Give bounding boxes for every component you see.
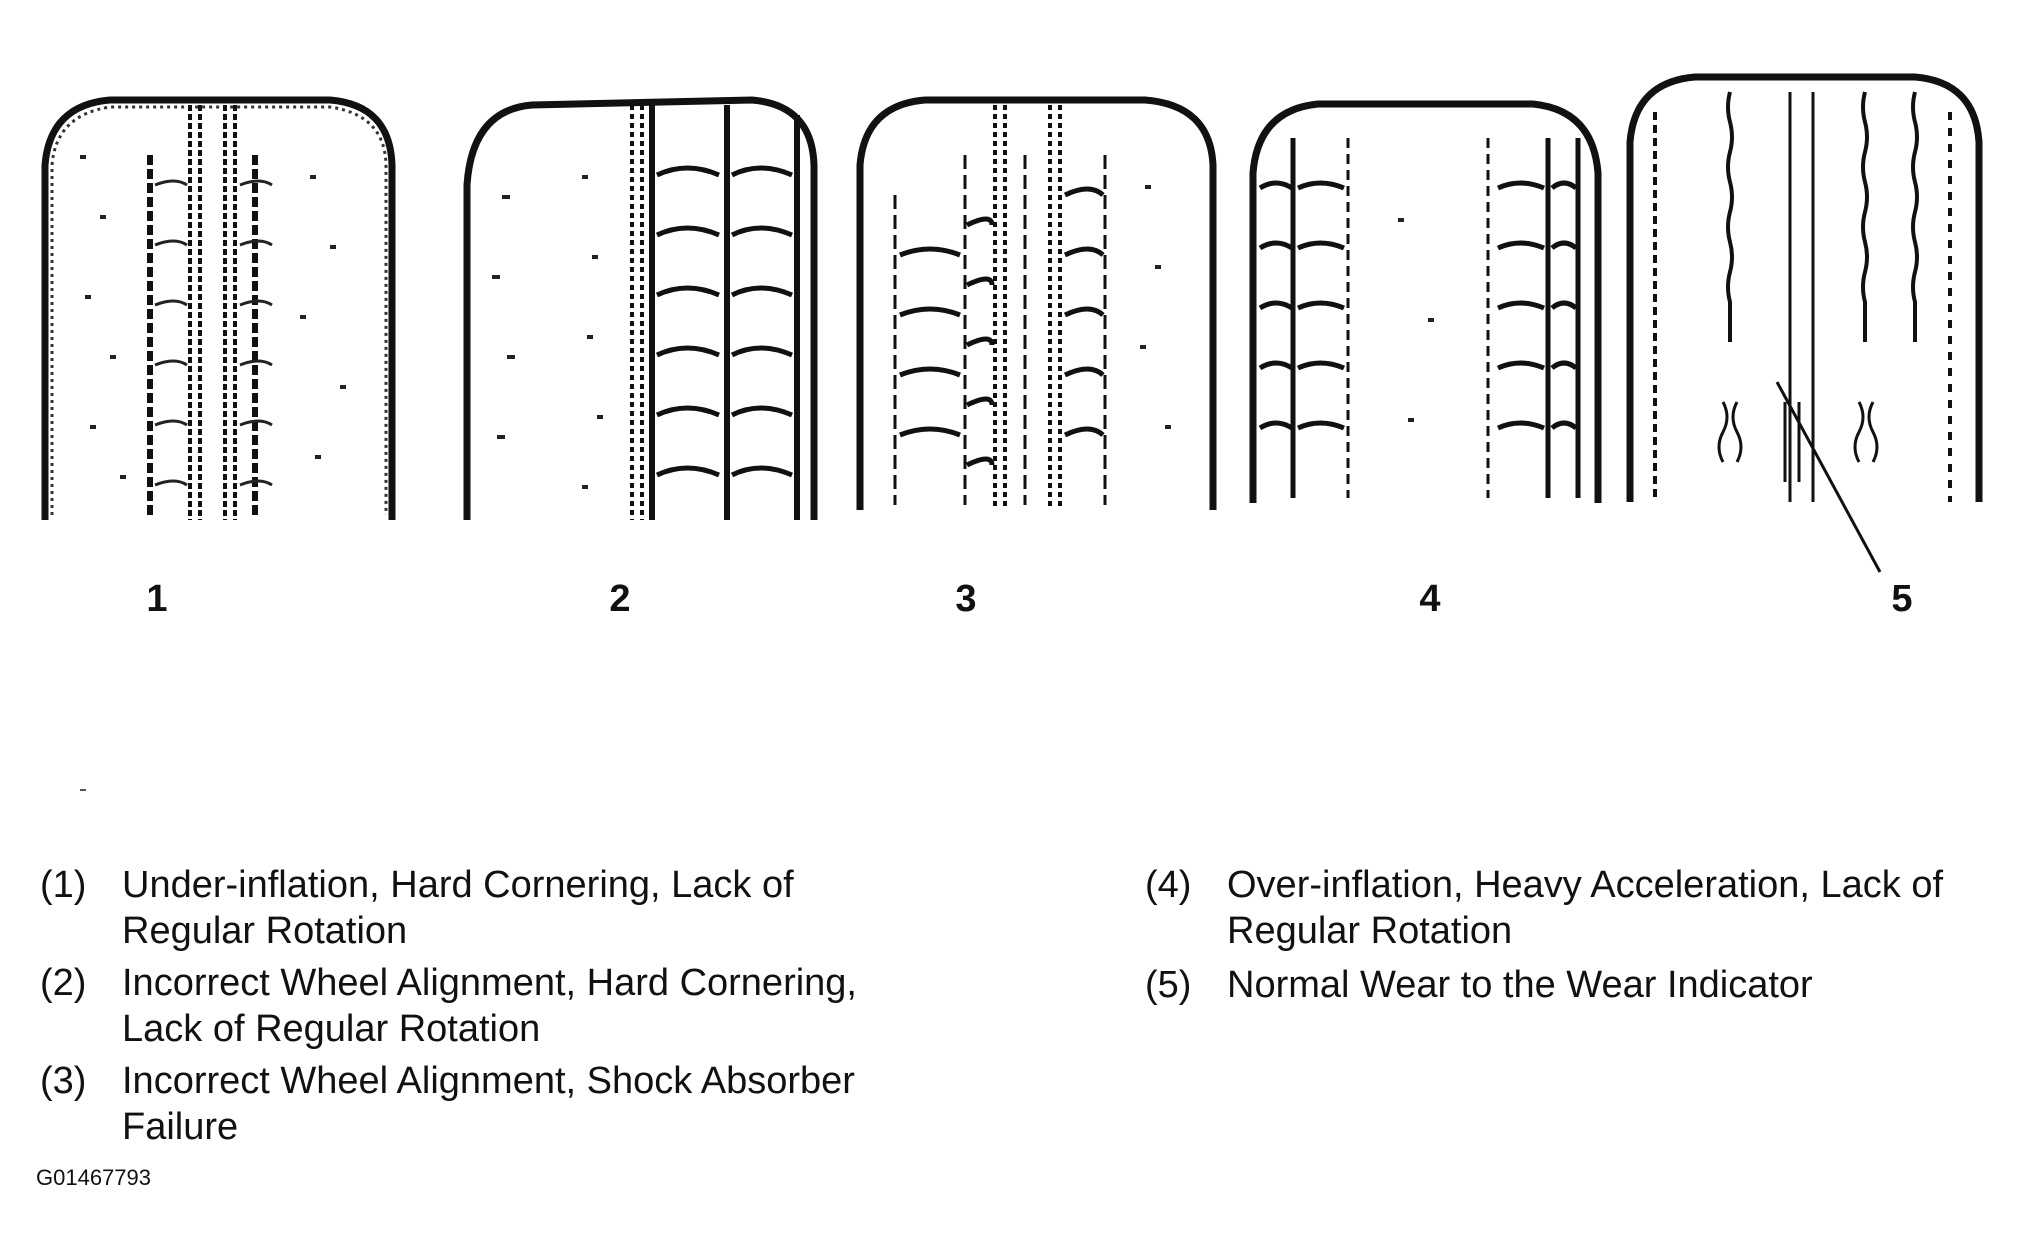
tire-number-4: 4 xyxy=(1419,578,1441,620)
caption-3: (3) Incorrect Wheel Alignment, Shock Abs… xyxy=(40,1058,1040,1150)
caption-2-line-2: Lack of Regular Rotation xyxy=(122,1008,541,1050)
tire-1-illustration xyxy=(41,96,396,520)
tire-4-illustration xyxy=(1249,100,1602,503)
caption-3-line-2: Failure xyxy=(122,1106,239,1148)
tire-2-illustration xyxy=(463,96,818,520)
caption-2-line-1: Incorrect Wheel Alignment, Hard Cornerin… xyxy=(122,962,857,1004)
caption-5-number: (5) xyxy=(1145,964,1192,1006)
caption-1-line-2: Regular Rotation xyxy=(122,910,408,952)
caption-4-number: (4) xyxy=(1145,864,1192,906)
caption-4: (4) Over-inflation, Heavy Acceleration, … xyxy=(1145,862,2025,954)
caption-5-line-1: Normal Wear to the Wear Indicator xyxy=(1227,964,1813,1006)
tire-number-2: 2 xyxy=(609,578,631,620)
caption-1: (1) Under-inflation, Hard Cornering, Lac… xyxy=(40,862,1040,954)
caption-1-number: (1) xyxy=(40,864,87,906)
caption-4-line-2: Regular Rotation xyxy=(1227,910,1513,952)
caption-4-line-1: Over-inflation, Heavy Acceleration, Lack… xyxy=(1227,864,1944,906)
tire-number-5: 5 xyxy=(1891,578,1913,620)
figure-code: G01467793 xyxy=(36,1165,151,1190)
tire-3-illustration xyxy=(856,96,1217,510)
caption-5: (5) Normal Wear to the Wear Indicator xyxy=(1145,962,2025,1008)
caption-2-number: (2) xyxy=(40,962,87,1004)
caption-3-line-1: Incorrect Wheel Alignment, Shock Absorbe… xyxy=(122,1060,855,1102)
caption-3-number: (3) xyxy=(40,1060,87,1102)
caption-2: (2) Incorrect Wheel Alignment, Hard Corn… xyxy=(40,960,1040,1052)
caption-1-line-1: Under-inflation, Hard Cornering, Lack of xyxy=(122,864,794,906)
tire-5-illustration xyxy=(1626,73,1983,573)
tire-number-1: 1 xyxy=(146,578,168,620)
tire-number-3: 3 xyxy=(955,578,977,620)
stray-mark xyxy=(80,789,86,791)
